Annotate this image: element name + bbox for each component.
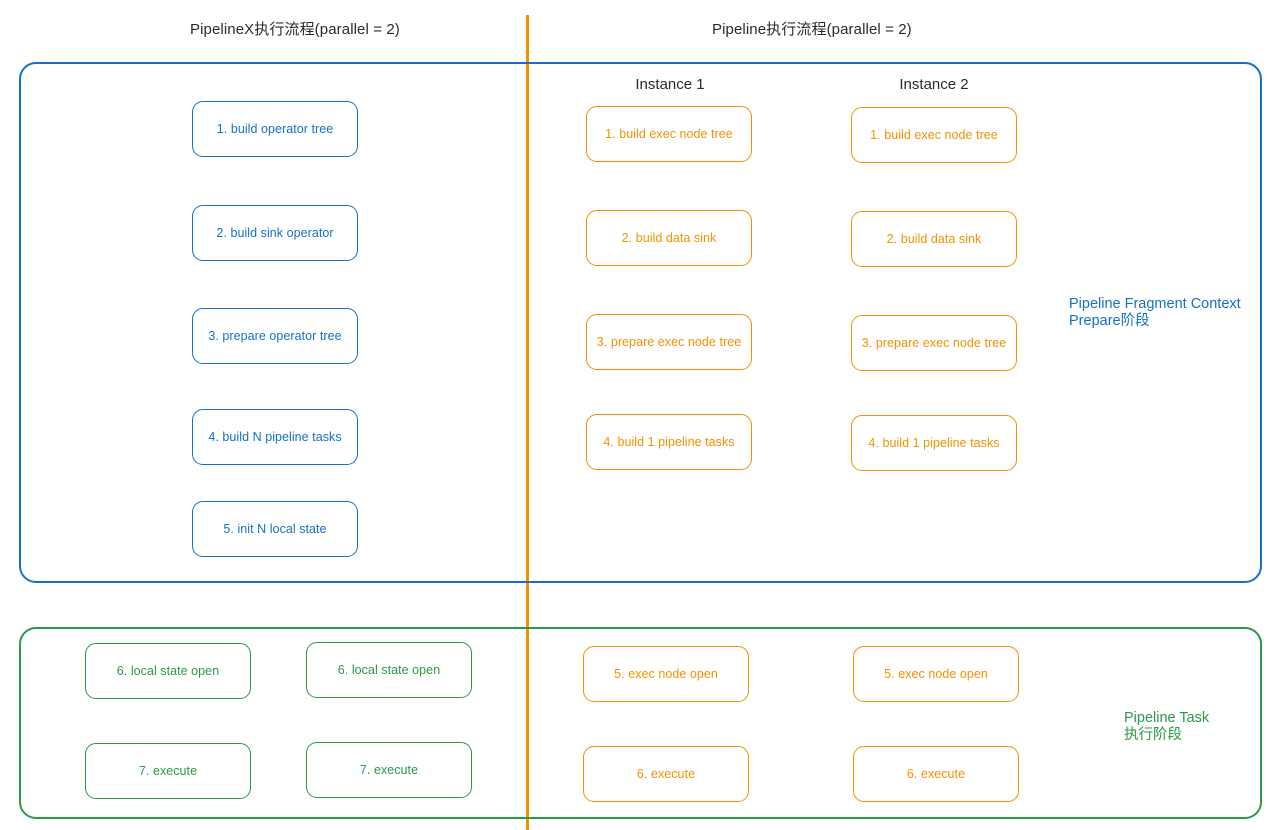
instance-2-title: Instance 2 bbox=[899, 76, 969, 93]
node-pipelinex-prepare-3[interactable]: 3. prepare operator tree bbox=[192, 308, 358, 364]
node-instance2-task-2[interactable]: 6. execute bbox=[853, 746, 1019, 802]
node-pipelinex-task-col1-1[interactable]: 6. local state open bbox=[85, 643, 251, 699]
instance-1-title: Instance 1 bbox=[635, 76, 705, 93]
vertical-divider bbox=[526, 15, 529, 830]
node-pipelinex-prepare-5[interactable]: 5. init N local state bbox=[192, 501, 358, 557]
node-instance2-task-1[interactable]: 5. exec node open bbox=[853, 646, 1019, 702]
right-column-heading: Pipeline执行流程(parallel = 2) bbox=[712, 21, 912, 38]
node-pipelinex-prepare-2[interactable]: 2. build sink operator bbox=[192, 205, 358, 261]
node-instance1-prepare-4[interactable]: 4. build 1 pipeline tasks bbox=[586, 414, 752, 470]
node-instance2-prepare-1[interactable]: 1. build exec node tree bbox=[851, 107, 1017, 163]
prepare-stage-label: Pipeline Fragment Context Prepare阶段 bbox=[1069, 296, 1241, 329]
node-instance2-prepare-4[interactable]: 4. build 1 pipeline tasks bbox=[851, 415, 1017, 471]
node-pipelinex-task-col2-1[interactable]: 6. local state open bbox=[306, 642, 472, 698]
node-instance1-task-1[interactable]: 5. exec node open bbox=[583, 646, 749, 702]
node-pipelinex-task-col2-2[interactable]: 7. execute bbox=[306, 742, 472, 798]
task-stage-container bbox=[19, 627, 1262, 819]
node-instance2-prepare-3[interactable]: 3. prepare exec node tree bbox=[851, 315, 1017, 371]
node-pipelinex-task-col1-2[interactable]: 7. execute bbox=[85, 743, 251, 799]
prepare-stage-container bbox=[19, 62, 1262, 583]
left-column-heading: PipelineX执行流程(parallel = 2) bbox=[190, 21, 400, 38]
node-pipelinex-prepare-1[interactable]: 1. build operator tree bbox=[192, 101, 358, 157]
node-instance1-prepare-3[interactable]: 3. prepare exec node tree bbox=[586, 314, 752, 370]
node-instance1-prepare-1[interactable]: 1. build exec node tree bbox=[586, 106, 752, 162]
node-pipelinex-prepare-4[interactable]: 4. build N pipeline tasks bbox=[192, 409, 358, 465]
node-instance2-prepare-2[interactable]: 2. build data sink bbox=[851, 211, 1017, 267]
task-stage-label: Pipeline Task 执行阶段 bbox=[1124, 710, 1210, 743]
node-instance1-task-2[interactable]: 6. execute bbox=[583, 746, 749, 802]
node-instance1-prepare-2[interactable]: 2. build data sink bbox=[586, 210, 752, 266]
